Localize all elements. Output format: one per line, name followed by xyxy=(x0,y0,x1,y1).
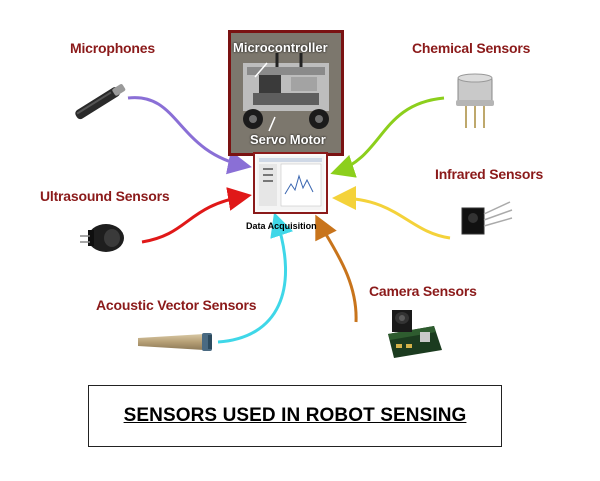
label-infrared-sensors: Infrared Sensors xyxy=(435,166,544,182)
arrow-microphones xyxy=(127,96,252,175)
arrow-chemical xyxy=(330,96,445,178)
infrared-sensor-image xyxy=(461,201,513,235)
page-title: SENSORS USED IN ROBOT SENSING xyxy=(123,405,467,426)
acoustic-vector-sensor-image xyxy=(138,333,212,351)
arrow-infrared xyxy=(332,186,451,240)
servo-motor-label: Servo Motor xyxy=(250,132,326,147)
data-acquisition-label: Data Acquisition xyxy=(246,221,317,231)
data-acquisition-box xyxy=(253,152,328,214)
label-camera-sensors: Camera Sensors xyxy=(369,283,477,299)
title-box: SENSORS USED IN ROBOT SENSING xyxy=(88,385,502,447)
robot-drawing xyxy=(231,33,341,153)
arrow-acoustic-vector xyxy=(217,212,294,344)
data-acquisition-screen xyxy=(257,156,324,210)
robot-platform-image xyxy=(228,30,344,156)
microphone-image xyxy=(75,84,126,120)
ultrasound-sensor-image xyxy=(80,224,124,252)
label-acoustic-vector-sensors: Acoustic Vector Sensors xyxy=(96,297,257,313)
chemical-sensor-image xyxy=(456,73,494,128)
label-chemical-sensors: Chemical Sensors xyxy=(412,40,531,56)
label-microphones: Microphones xyxy=(70,40,155,56)
arrow-camera xyxy=(315,214,358,323)
camera-sensor-image xyxy=(388,310,442,358)
arrow-ultrasound xyxy=(141,187,252,244)
label-ultrasound-sensors: Ultrasound Sensors xyxy=(40,188,170,204)
microcontroller-label: Microcontroller xyxy=(233,40,328,55)
